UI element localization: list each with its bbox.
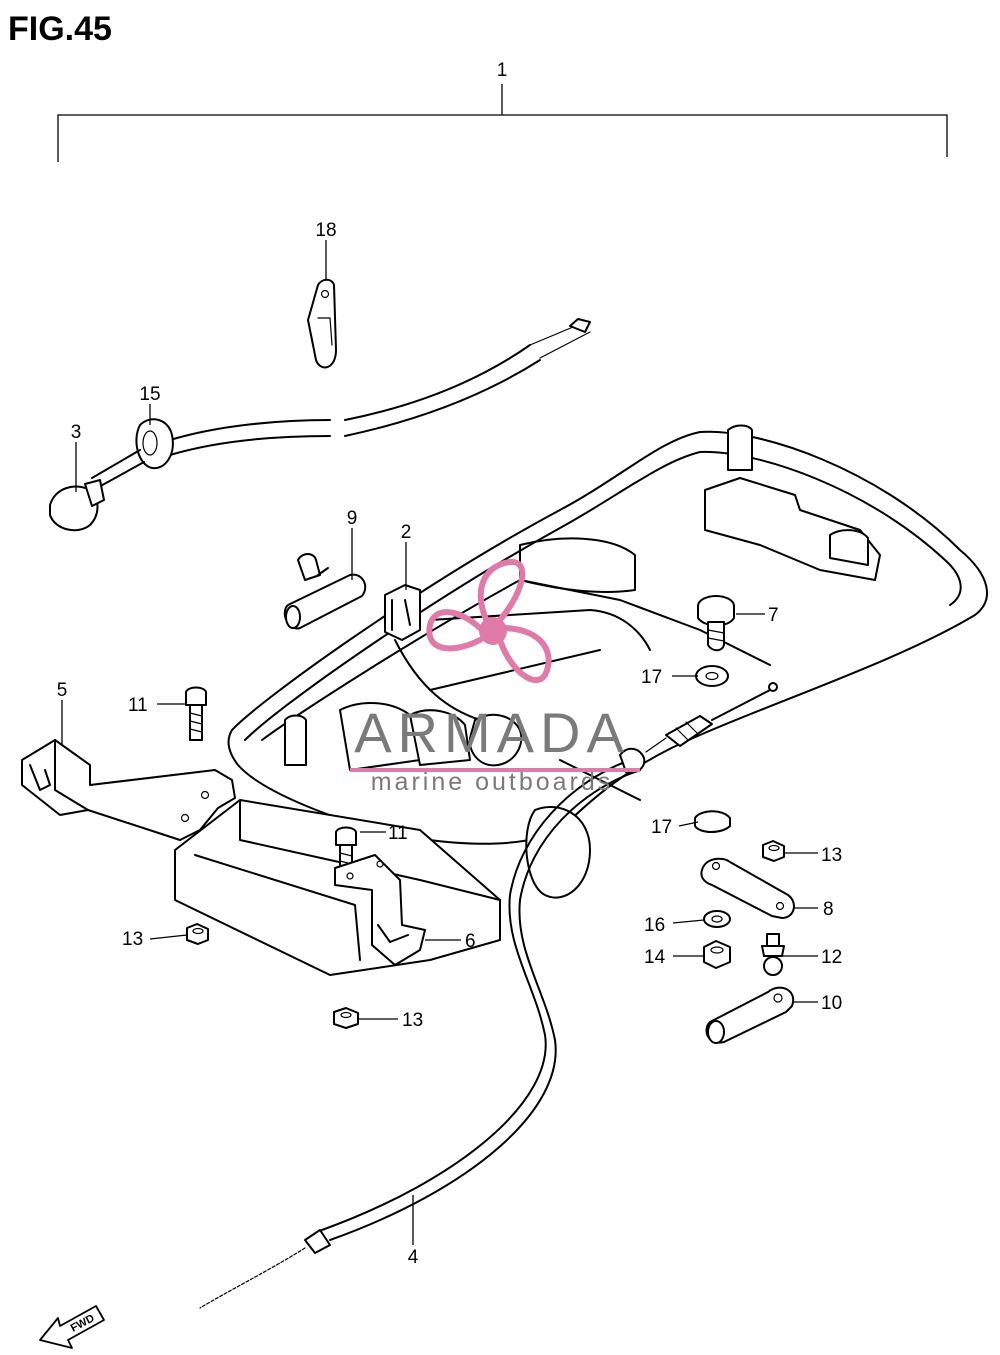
part-17-grommet-upper (695, 665, 729, 687)
callout-2: 2 (401, 522, 412, 543)
part-15-grommet (135, 418, 174, 470)
fwd-arrow-icon (39, 1305, 105, 1349)
callout-4: 4 (408, 1247, 419, 1268)
part-13-nut-right (762, 840, 785, 862)
propeller-logo-icon (426, 559, 552, 683)
watermark: ARMADA marine outboards (350, 559, 640, 796)
callout-15: 15 (139, 384, 160, 405)
watermark-brand: ARMADA (354, 701, 630, 764)
callout-3: 3 (71, 422, 82, 443)
part-18-cable-clamp (307, 278, 337, 369)
callout-10: 10 (821, 993, 842, 1014)
callout-6: 6 (465, 931, 476, 952)
callout-7: 7 (768, 605, 779, 626)
callout-11-upper: 11 (128, 695, 148, 716)
assembly-bracket (57, 84, 948, 162)
callout-13-bottom: 13 (402, 1010, 423, 1031)
callout-17-upper: 17 (641, 667, 662, 688)
figure-title: FIG.45 (8, 10, 112, 48)
part-16-washer (703, 910, 731, 928)
wiring-harness (169, 318, 591, 456)
part-4-throttle-cable (199, 682, 778, 1309)
part-3-switch (49, 449, 145, 532)
part-11-bolt-upper (185, 686, 207, 741)
leader-lines (61, 240, 818, 1245)
part-13-nut-bottom (333, 1007, 359, 1029)
part-12-ball-joint (761, 933, 785, 976)
callout-labels: 1 18 15 3 9 2 7 17 5 11 11 17 13 8 16 12… (57, 60, 842, 1268)
fwd-marker: FWD (39, 1305, 105, 1349)
callout-16: 16 (644, 915, 665, 936)
part-2-clip (384, 584, 481, 721)
part-17-grommet-lower (694, 810, 731, 833)
part-10-rod-end (705, 986, 795, 1044)
callout-13-right: 13 (821, 845, 842, 866)
callout-5: 5 (57, 680, 68, 701)
callout-8: 8 (823, 899, 834, 920)
part-6-bracket (334, 854, 426, 966)
callout-14: 14 (644, 947, 666, 968)
part-7-fastener (697, 595, 735, 652)
callout-17-lower: 17 (651, 817, 672, 838)
callout-12: 12 (821, 947, 842, 968)
callout-18: 18 (315, 220, 336, 241)
callout-1: 1 (497, 60, 508, 81)
part-13-nut-left (186, 923, 209, 945)
callout-9: 9 (347, 508, 358, 529)
callout-11-lower: 11 (388, 823, 408, 844)
part-5-bracket (21, 739, 236, 841)
callout-13-left: 13 (122, 929, 143, 950)
part-14-nut (703, 940, 731, 969)
part-9-connector (283, 553, 367, 630)
part-8-link (700, 857, 795, 919)
watermark-tagline: marine outboards (371, 768, 614, 796)
